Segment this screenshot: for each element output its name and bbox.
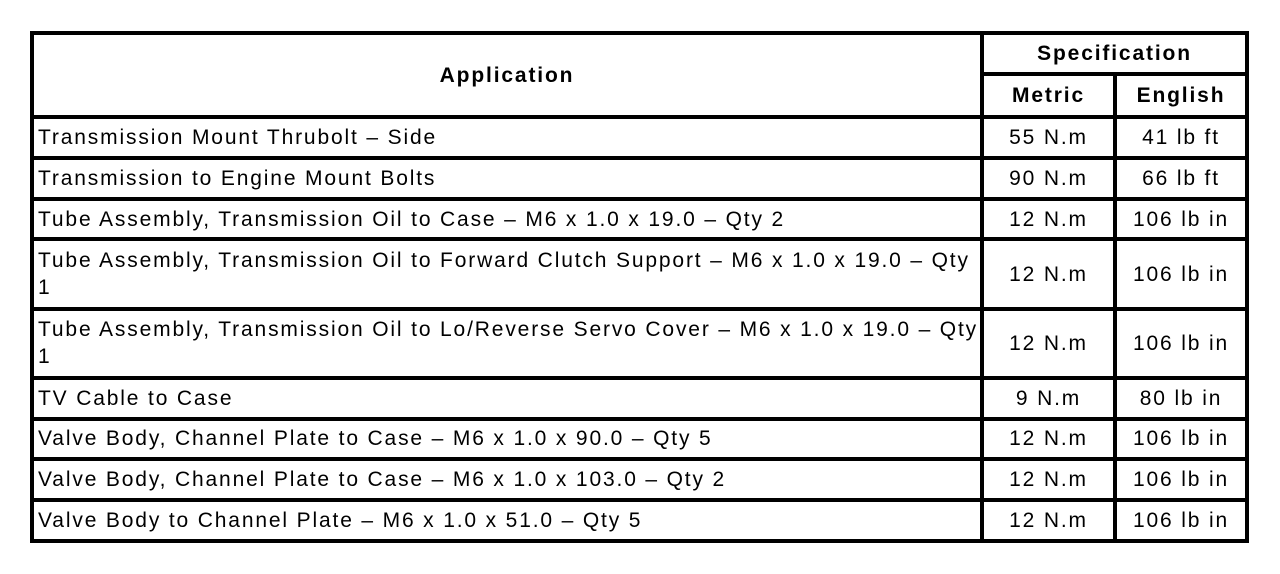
application-cell: Tube Assembly, Transmission Oil to Forwa… [30,237,984,311]
spec-table-body: Transmission Mount Thrubolt – Side 55 N.… [30,115,1249,543]
metric-value-cell: 9 N.m [980,375,1117,421]
english-value-cell: 106 lb in [1113,498,1249,543]
metric-value-cell: 12 N.m [980,237,1117,311]
column-header-application: Application [30,31,984,119]
column-header-specification: Specification [980,31,1249,76]
metric-value-cell: 12 N.m [980,416,1117,462]
english-value-cell: 66 lb ft [1113,155,1249,201]
english-value-cell: 106 lb in [1113,196,1249,242]
metric-value-cell: 12 N.m [980,306,1117,380]
table-row: Valve Body, Channel Plate to Case – M6 x… [30,416,1249,462]
torque-specifications-table: Application Specification Metric English… [30,31,1249,543]
english-value-cell: 106 lb in [1113,237,1249,311]
application-cell: Tube Assembly, Transmission Oil to Case … [30,196,984,242]
metric-value-cell: 12 N.m [980,498,1117,543]
table-row: Tube Assembly, Transmission Oil to Lo/Re… [30,306,1249,380]
english-value-cell: 41 lb ft [1113,115,1249,160]
table-row: Valve Body to Channel Plate – M6 x 1.0 x… [30,498,1249,543]
table-row: Tube Assembly, Transmission Oil to Forwa… [30,237,1249,311]
table-header: Application Specification Metric English [30,31,1249,119]
column-header-metric: Metric [980,72,1117,119]
table-row: TV Cable to Case 9 N.m 80 lb in [30,375,1249,421]
application-cell: Transmission Mount Thrubolt – Side [30,115,984,160]
application-cell: Valve Body, Channel Plate to Case – M6 x… [30,457,984,503]
metric-value-cell: 55 N.m [980,115,1117,160]
application-cell: Tube Assembly, Transmission Oil to Lo/Re… [30,306,984,380]
table-row: Transmission to Engine Mount Bolts 90 N.… [30,155,1249,201]
application-cell: Transmission to Engine Mount Bolts [30,155,984,201]
header-row-specification: Application Specification [30,31,1249,119]
application-cell: TV Cable to Case [30,375,984,421]
table-row: Transmission Mount Thrubolt – Side 55 N.… [30,115,1249,160]
table-row: Tube Assembly, Transmission Oil to Case … [30,196,1249,242]
application-cell: Valve Body to Channel Plate – M6 x 1.0 x… [30,498,984,543]
english-value-cell: 106 lb in [1113,457,1249,503]
metric-value-cell: 90 N.m [980,155,1117,201]
table-row: Valve Body, Channel Plate to Case – M6 x… [30,457,1249,503]
metric-value-cell: 12 N.m [980,457,1117,503]
application-cell: Valve Body, Channel Plate to Case – M6 x… [30,416,984,462]
english-value-cell: 106 lb in [1113,306,1249,380]
header-row-units: Metric English [32,72,1249,119]
column-header-english: English [1113,72,1249,119]
metric-value-cell: 12 N.m [980,196,1117,242]
english-value-cell: 106 lb in [1113,416,1249,462]
english-value-cell: 80 lb in [1113,375,1249,421]
